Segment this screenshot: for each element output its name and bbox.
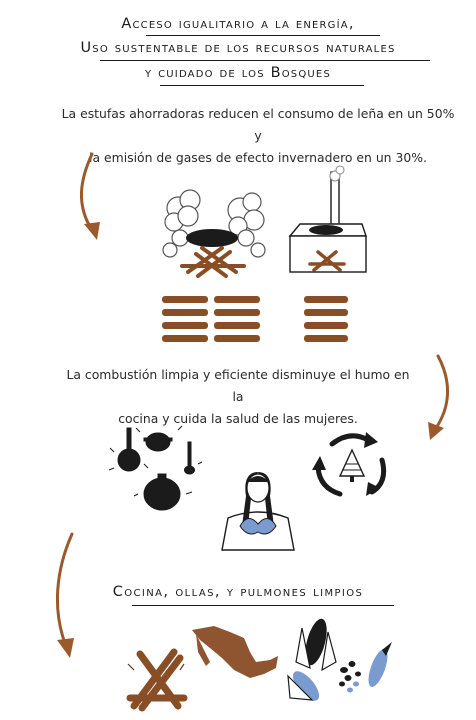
arrow-icon — [56, 532, 74, 658]
stoves-line-1: La estufas ahorradoras reducen el consum… — [61, 106, 455, 143]
mexico-map-icon — [192, 626, 278, 678]
firewood-stack-icon — [304, 296, 348, 342]
combustion-line-2: cocina y cuida la salud de las mujeres. — [118, 411, 358, 426]
combustion-paragraph: La combustión limpia y eficiente disminu… — [60, 364, 416, 430]
header-underline-1 — [146, 35, 380, 36]
footer-title: Cocina, ollas, y pulmones limpios — [112, 584, 364, 600]
corn-icon — [287, 618, 392, 701]
open-fire-icon — [162, 189, 266, 278]
header-line-3: y cuidado de los Bosques — [144, 65, 331, 81]
firewood-bundle-icon — [126, 648, 188, 712]
header-line-2: Uso sustentable de los recursos naturale… — [80, 40, 396, 56]
arrow-icon — [80, 152, 100, 240]
cookware-icon — [108, 425, 203, 511]
stoves-paragraph: La estufas ahorradoras reducen el consum… — [60, 103, 456, 169]
header-underline-3 — [160, 85, 364, 86]
footer-underline — [132, 605, 394, 606]
stoves-line-2: la emisión de gases de efecto invernader… — [89, 150, 427, 165]
header-underline-2 — [100, 60, 430, 61]
improved-stove-icon — [288, 165, 367, 273]
firewood-stack-icon — [162, 296, 260, 342]
recycle-tree-icon — [312, 432, 387, 497]
header-line-1: Acceso igualitario a la energía, — [121, 16, 355, 32]
combustion-line-1: La combustión limpia y eficiente disminu… — [66, 367, 410, 404]
woman-icon — [221, 472, 295, 551]
arrow-icon — [428, 354, 450, 440]
